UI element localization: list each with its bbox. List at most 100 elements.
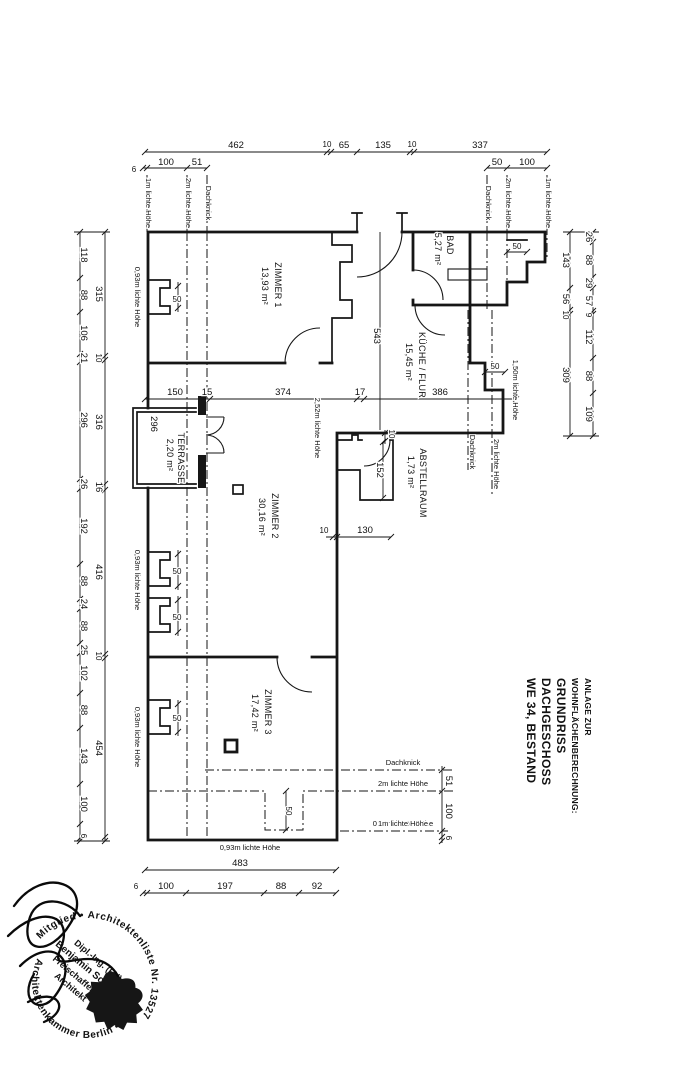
dim-label: 10 [387, 430, 396, 439]
height-label: 2m lichte Höhe [378, 779, 428, 788]
height-label: 1m lichte Höhe [544, 178, 553, 228]
chimney-and-interior-walls [147, 212, 528, 735]
dim-label: 88 [78, 621, 89, 632]
dim-label: 118 [78, 247, 89, 262]
dim-label: 50 [173, 295, 182, 304]
doors [205, 231, 446, 693]
dim-label: 386 [432, 387, 448, 398]
dim-label: 316 [93, 414, 104, 430]
dim-label: 50 [513, 242, 522, 251]
signature-stroke [18, 950, 67, 1007]
dim-label: 102 [78, 665, 89, 681]
title-line: DACHGESCHOSS [539, 678, 553, 785]
height-label: 2m lichte Höhe [184, 178, 193, 228]
walls [132, 212, 547, 842]
terrace-wall-upper [198, 396, 206, 415]
dim-label: 6 [132, 165, 137, 174]
room-name: BAD [445, 235, 455, 255]
room-name: TERRASSE [176, 433, 186, 484]
niche-dimensions: 50 50 50 50 50 50 50 [171, 241, 523, 817]
room-area: 15,45 m² [404, 343, 414, 381]
dim-label: 56 [560, 294, 571, 305]
dim-label: 143 [560, 252, 571, 268]
signature [6, 881, 120, 1024]
berlin-bear-emblem [84, 971, 143, 1031]
dim-label: 88 [276, 881, 287, 892]
height-label: 1m lichte Höhe [144, 178, 153, 228]
dim-label: 10 [94, 354, 103, 363]
exterior-walls [146, 230, 547, 842]
storage-door-arc [363, 439, 391, 467]
room-name: ZIMMER 2 [270, 493, 280, 538]
dim-label: 337 [472, 140, 488, 151]
dim-label: 100 [78, 796, 89, 812]
terrace-railing [132, 407, 197, 489]
dim-label: 197 [217, 881, 233, 892]
zimmer1-door-arc [284, 327, 321, 364]
room-area: 1,73 m² [406, 456, 416, 489]
height-labels: 1m lichte Höhe 2m lichte Höhe Dachknick … [132, 177, 554, 853]
entry-door-arc [356, 231, 403, 278]
room-name: ZIMMER 3 [263, 689, 273, 734]
height-label: Dachknick [386, 758, 421, 767]
dim-label: 50 [173, 714, 182, 723]
dim-label: 100 [519, 157, 535, 168]
dim-label: 26 [78, 479, 89, 490]
dim-label: 106 [78, 325, 89, 341]
dim-label: 65 [339, 140, 350, 151]
dimension-chain-bottom: 51 100 6 483 6 100 197 88 92 [133, 774, 456, 893]
dim-label: 10 [94, 652, 103, 661]
height-label: 0,93m lichte Höhe [133, 550, 142, 610]
dim-label: 50 [491, 362, 500, 371]
bath-fixture [447, 268, 488, 281]
dim-label: 374 [275, 387, 291, 398]
dimension-chain-middle: 150 15 374 17 386 543 296 10 152 10 130 [147, 327, 449, 537]
column-block-zimmer2 [232, 484, 244, 495]
height-label: Dachknick [468, 435, 477, 470]
height-lines-bottom [148, 769, 455, 832]
height-label: Dachknick [204, 186, 213, 221]
dim-label: 50 [284, 807, 293, 816]
dim-label: 57 [583, 296, 594, 307]
dim-label: 51 [443, 776, 454, 787]
dim-label: 6 [444, 836, 453, 841]
dim-lines [74, 151, 599, 894]
dim-label: 150 [167, 387, 183, 398]
dim-label: 24 [78, 599, 89, 610]
terrace-wall-lower [198, 455, 206, 488]
dim-label: 16 [93, 482, 104, 493]
dim-label: 454 [93, 740, 104, 756]
dimension-lines [74, 148, 599, 897]
dim-label: 92 [312, 881, 323, 892]
dim-label: 10 [320, 526, 329, 535]
dim-label: 192 [78, 518, 89, 534]
dim-label: 100 [158, 157, 174, 168]
dim-label: 309 [560, 367, 571, 383]
room-labels: ZIMMER 1 13,93 m² ZIMMER 2 30,16 m² ZIMM… [164, 231, 457, 736]
dim-label: 88 [78, 705, 89, 716]
dim-label: 25 [78, 645, 89, 656]
bath-door-arc [412, 269, 444, 301]
height-label: 0,93m lichte Höhe [220, 843, 280, 852]
column-block-zimmer3 [223, 738, 239, 754]
terrace-door-arcs [205, 416, 225, 454]
roof-height-lines [146, 175, 548, 840]
room-name: KÜCHE / FLUR [417, 332, 427, 398]
dim-label: 109 [583, 406, 594, 422]
kitchen-door-arc [414, 304, 446, 336]
height-label: 1,50m lichte Höhe [511, 360, 520, 420]
room-area: 5,27 m² [433, 233, 443, 266]
title-block: ANLAGE ZUR WOHNFLÄCHENBERECHNUNG: GRUNDR… [524, 678, 593, 814]
room-name: ABSTELLRAUM [418, 448, 428, 517]
signature-stroke [6, 915, 120, 978]
dim-label: 135 [375, 140, 391, 151]
dim-label: 9 [584, 313, 593, 318]
height-lines-right-wing [467, 232, 508, 497]
dim-label: 296 [78, 412, 89, 428]
architect-stamp: Mitglied • Architektenliste Nr. 13527 Ar… [6, 880, 189, 1064]
room-area: 17,42 m² [250, 694, 260, 732]
height-label: 1m lichte Höhe [378, 819, 428, 828]
dim-label: 88 [78, 290, 89, 301]
dim-label: 296 [148, 416, 159, 432]
